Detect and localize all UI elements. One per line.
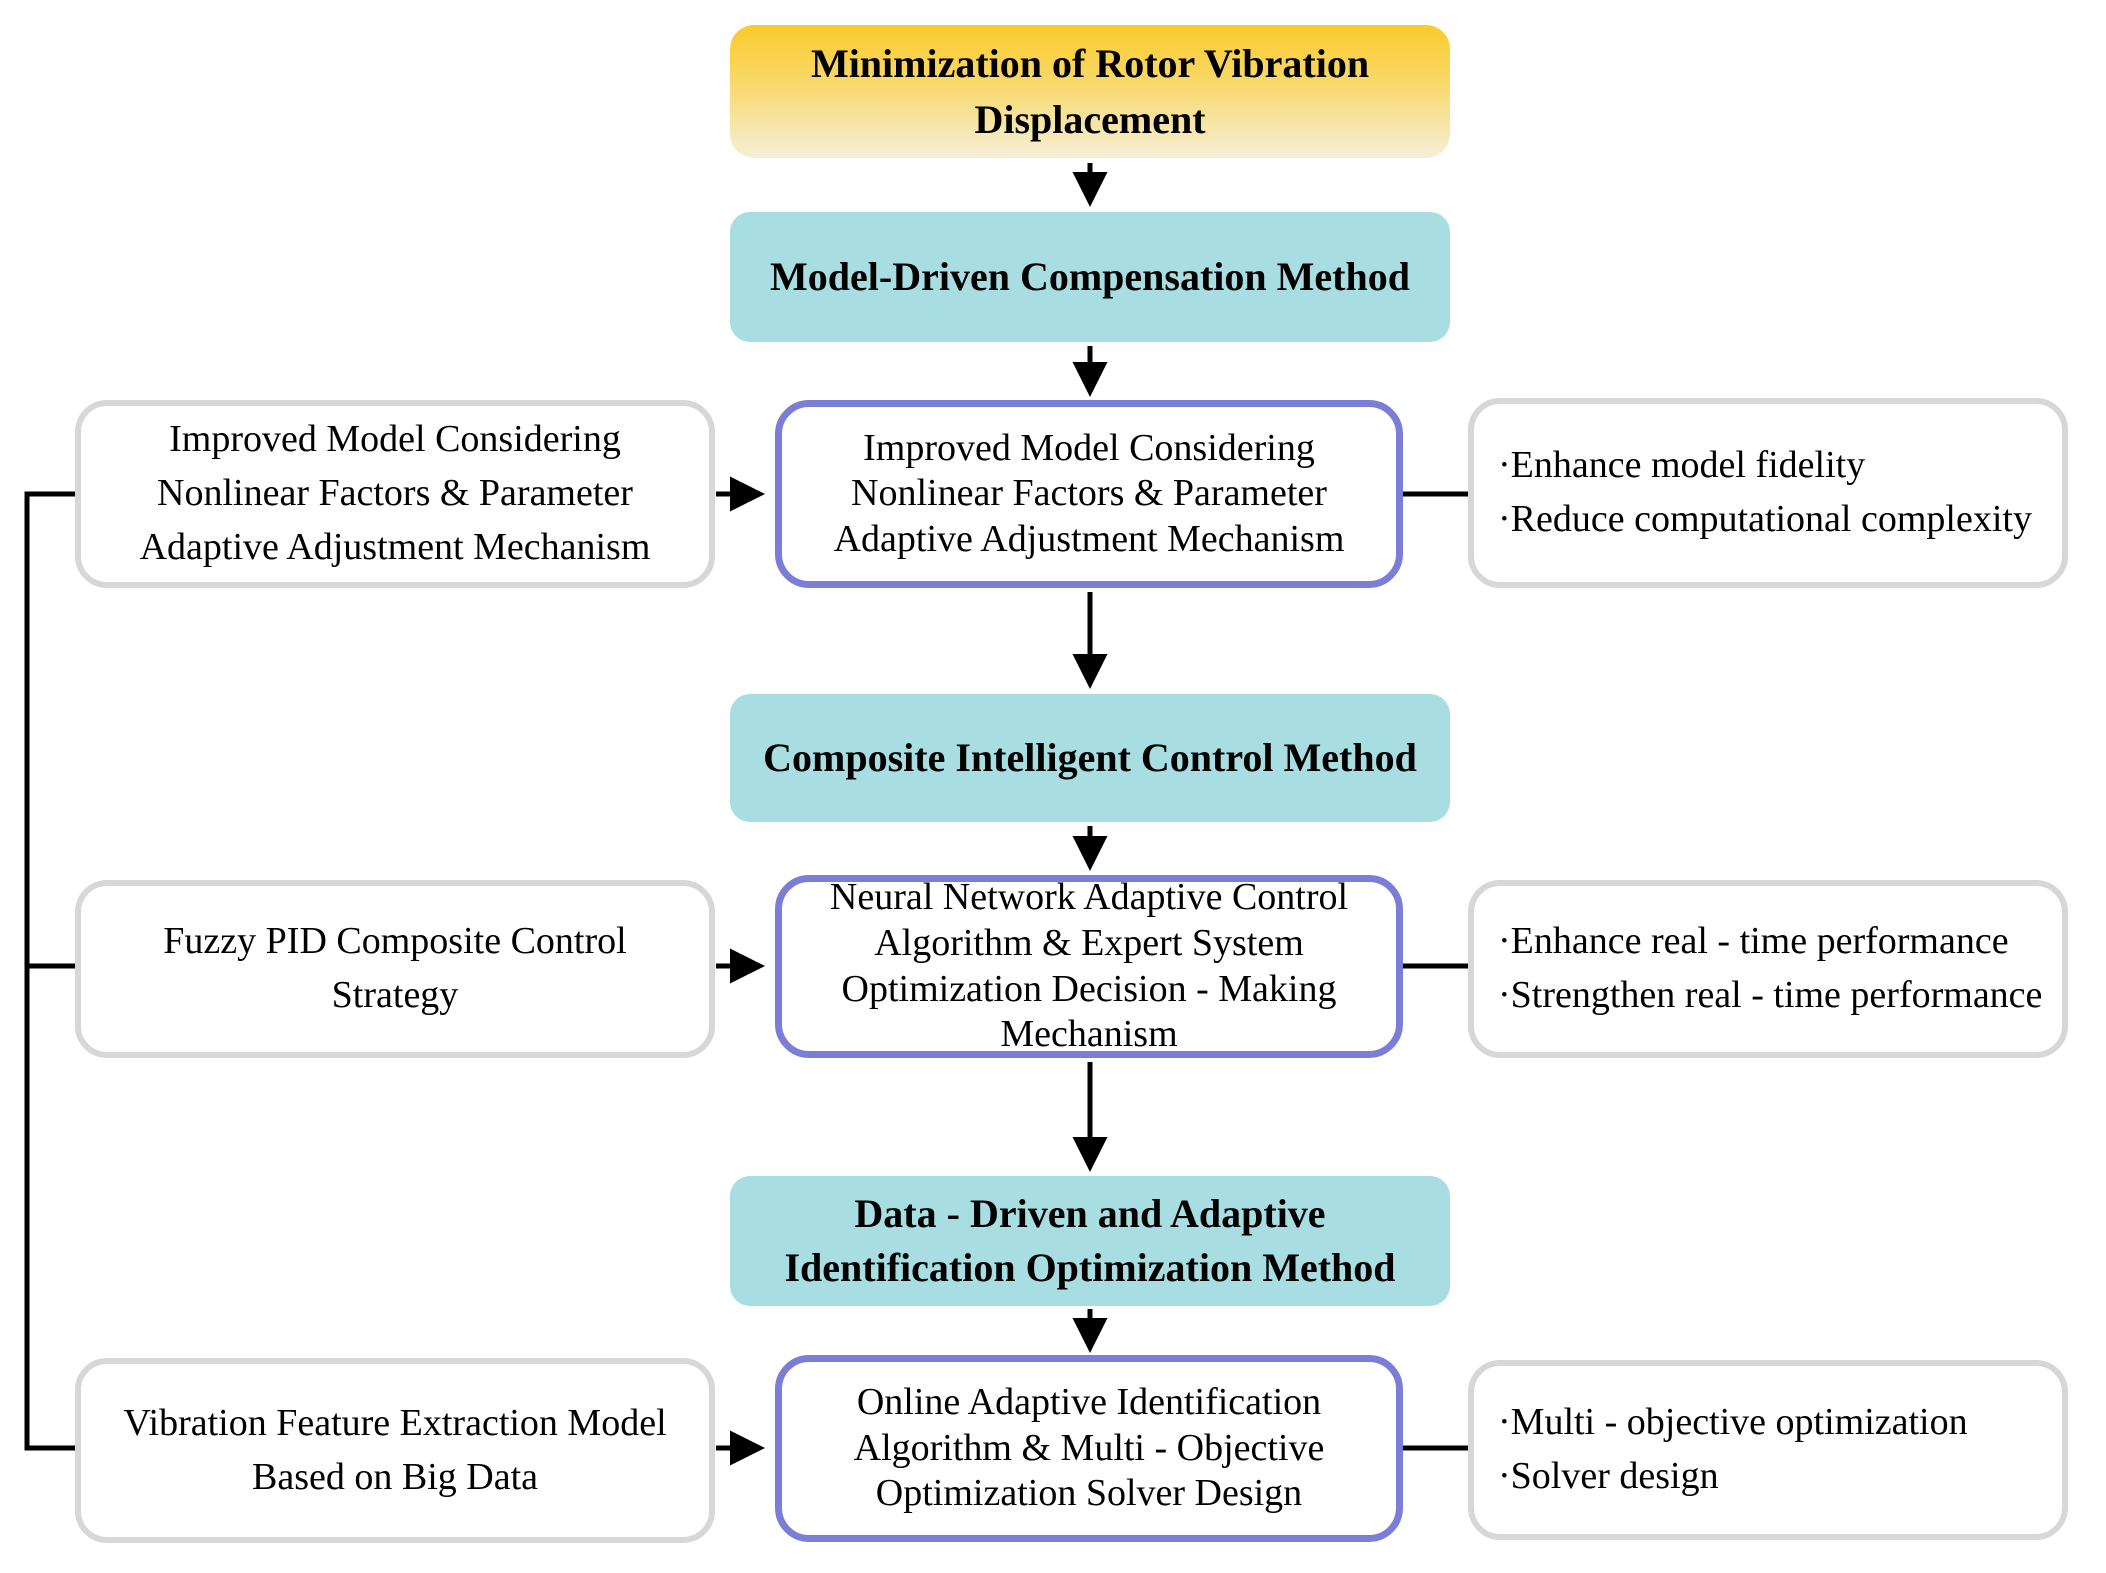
method-box-composite-intelligent: Composite Intelligent Control Method <box>730 694 1450 822</box>
left-bracket-line <box>24 491 75 1451</box>
right-box-control-benefits: ·Enhance real - time performance·Strengt… <box>1468 880 2068 1058</box>
method-box-model-driven: Model-Driven Compensation Method <box>730 212 1450 342</box>
right-box-optimization-benefits: ·Multi - objective optimization·Solver d… <box>1468 1360 2068 1540</box>
right-box-model-benefits: ·Enhance model fidelity·Reduce computati… <box>1468 398 2068 588</box>
